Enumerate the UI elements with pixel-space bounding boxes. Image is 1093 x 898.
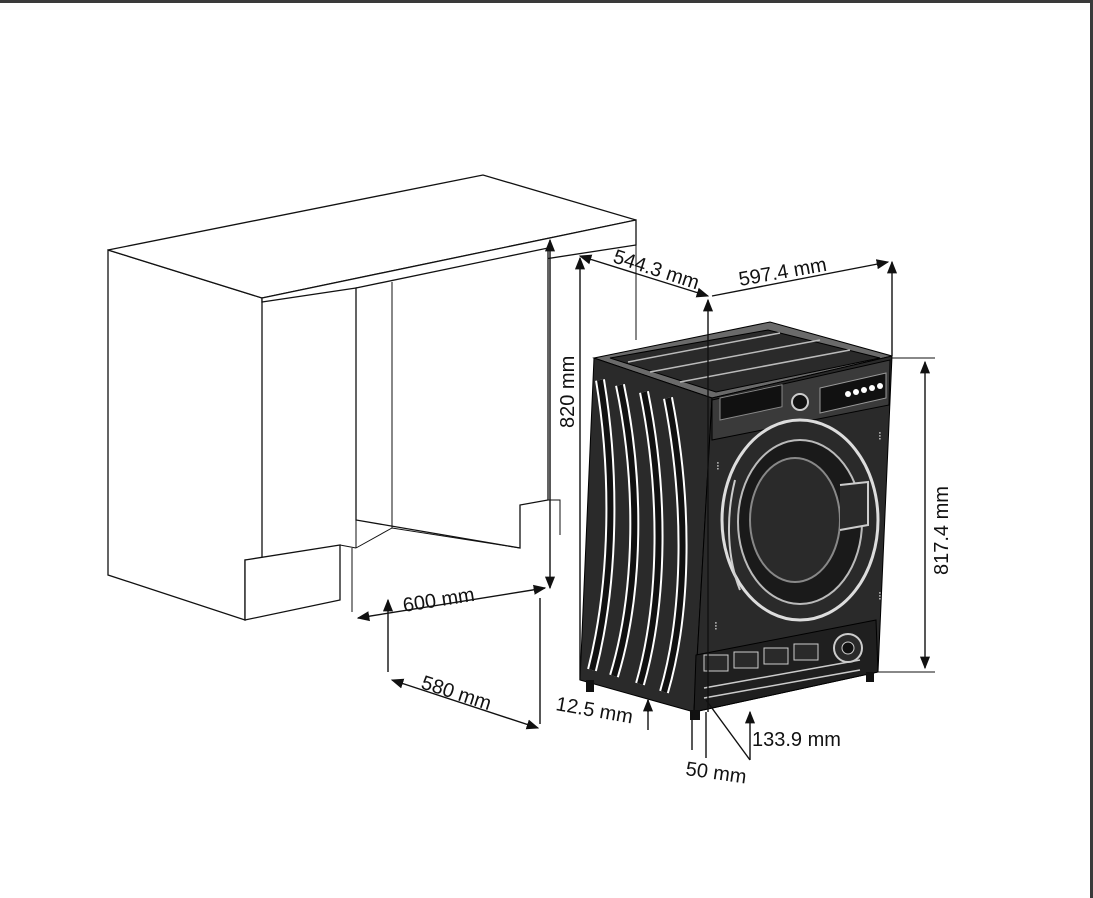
label-niche-height: 820 mm xyxy=(557,356,579,428)
label-depth-top: 544.3 mm xyxy=(610,246,701,294)
label-niche-depth: 580 mm xyxy=(418,672,494,715)
svg-text:⁝: ⁝ xyxy=(714,619,718,633)
label-foot-offset: 12.5 mm xyxy=(554,693,634,728)
svg-text:⁝: ⁝ xyxy=(878,589,882,603)
label-machine-height: 817.4 mm xyxy=(931,486,953,575)
label-width-top: 597.4 mm xyxy=(737,254,828,291)
label-niche-width: 600 mm xyxy=(401,584,476,617)
label-plinth-height: 133.9 mm xyxy=(752,729,841,751)
dimension-labels: 544.3 mm 597.4 mm 820 mm 817.4 mm 600 mm… xyxy=(401,246,953,789)
svg-text:⁝: ⁝ xyxy=(878,429,882,443)
svg-text:⁝: ⁝ xyxy=(716,459,720,473)
cabinet-niche xyxy=(107,174,637,621)
label-plinth-gap: 50 mm xyxy=(684,758,748,788)
dimension-lines xyxy=(351,238,935,761)
washing-machine: ⁝ ⁝ ⁝ ⁝ xyxy=(579,321,893,720)
